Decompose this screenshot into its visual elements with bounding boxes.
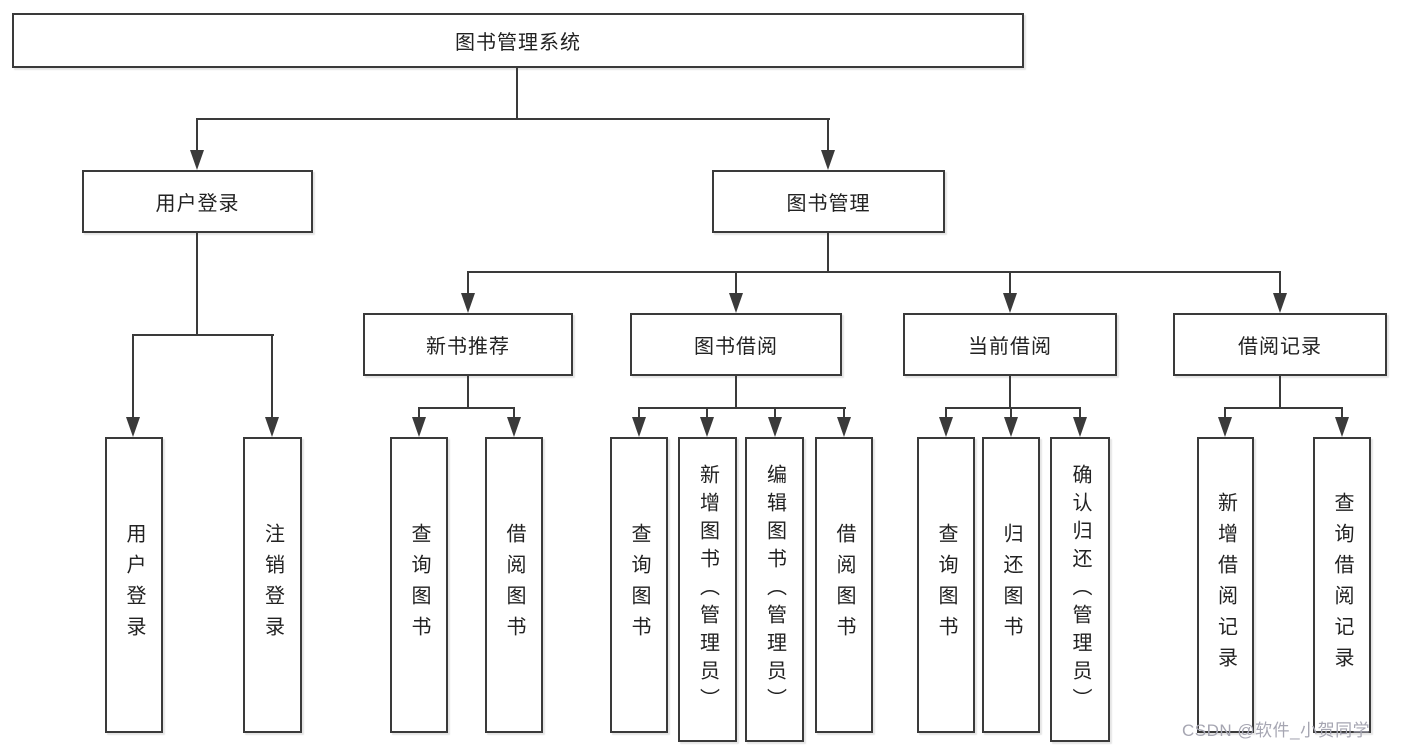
connector-crossbar <box>638 407 846 409</box>
leaf-borrow-books: 借阅图书 <box>815 437 873 733</box>
node-library-system-label: 图书管理系统 <box>455 32 581 54</box>
connector-stub <box>1079 407 1081 420</box>
connector-trunk <box>735 376 737 409</box>
arrow-down-icon <box>1003 293 1017 313</box>
connector-stub <box>1009 271 1011 295</box>
node-book-borrowing-label: 图书借阅 <box>694 336 778 358</box>
arrow-down-icon <box>190 150 204 170</box>
connector-stub <box>467 271 469 295</box>
connector-userlogin-trunk <box>196 233 198 336</box>
connector-stub <box>638 407 640 420</box>
leaf-query-books-recommend: 查询图书 <box>390 437 448 733</box>
leaf-edit-books-admin: 编辑图书（管理员） <box>745 437 804 742</box>
arrow-down-icon <box>821 150 835 170</box>
connector-root-trunk <box>516 68 518 119</box>
leaf-add-books-admin-label: 新增图书（管理员） <box>696 463 719 716</box>
connector-stub <box>196 118 198 154</box>
leaf-borrow-books-recommend: 借阅图书 <box>485 437 543 733</box>
connector-stub <box>827 118 829 154</box>
node-new-book-recommend-label: 新书推荐 <box>426 336 510 358</box>
connector-stub <box>1279 271 1281 295</box>
leaf-query-books-recommend-label: 查询图书 <box>408 523 430 647</box>
arrow-down-icon <box>632 417 646 437</box>
arrow-down-icon <box>837 417 851 437</box>
connector-stub <box>843 407 845 420</box>
node-user-login-label: 用户登录 <box>155 193 240 215</box>
leaf-logout: 注销登录 <box>243 437 302 733</box>
leaf-edit-books-admin-label: 编辑图书（管理员） <box>763 463 786 716</box>
connector-stub <box>735 271 737 295</box>
leaf-confirm-return-admin-label: 确认归还（管理员） <box>1069 463 1091 716</box>
leaf-add-books-admin: 新增图书（管理员） <box>678 437 737 742</box>
leaf-add-borrow-record-label: 新增借阅记录 <box>1214 492 1237 678</box>
leaf-query-books-borrowing: 查询图书 <box>610 437 668 733</box>
connector-crossbar <box>418 407 515 409</box>
node-borrow-records: 借阅记录 <box>1173 313 1387 376</box>
leaf-query-books-current-label: 查询图书 <box>935 523 957 647</box>
leaf-query-books-borrowing-label: 查询图书 <box>628 523 650 647</box>
arrow-down-icon <box>461 293 475 313</box>
arrow-down-icon <box>507 417 521 437</box>
connector-stub <box>706 407 708 420</box>
leaf-user-login-label: 用户登录 <box>123 523 145 647</box>
arrow-down-icon <box>768 417 782 437</box>
connector-stub <box>1224 407 1226 420</box>
arrow-down-icon <box>1073 417 1087 437</box>
connector-stub <box>774 407 776 420</box>
arrow-down-icon <box>126 417 140 437</box>
node-book-borrowing: 图书借阅 <box>630 313 842 376</box>
leaf-return-books: 归还图书 <box>982 437 1040 733</box>
connector-bookmgmt-crossbar <box>467 271 1281 273</box>
arrow-down-icon <box>265 417 279 437</box>
arrow-down-icon <box>412 417 426 437</box>
leaf-borrow-books-label: 借阅图书 <box>833 523 855 647</box>
connector-userlogin-crossbar <box>132 334 274 336</box>
connector-root-crossbar <box>196 118 830 120</box>
leaf-borrow-books-recommend-label: 借阅图书 <box>503 523 525 647</box>
leaf-confirm-return-admin: 确认归还（管理员） <box>1050 437 1110 742</box>
leaf-user-login: 用户登录 <box>105 437 163 733</box>
leaf-query-borrow-record: 查询借阅记录 <box>1313 437 1371 733</box>
node-current-borrowing: 当前借阅 <box>903 313 1117 376</box>
connector-bookmgmt-trunk <box>827 233 829 273</box>
node-borrow-records-label: 借阅记录 <box>1238 336 1322 358</box>
leaf-add-borrow-record: 新增借阅记录 <box>1197 437 1254 733</box>
connector-stub <box>132 334 134 419</box>
connector-trunk <box>1009 376 1011 409</box>
connector-stub <box>513 407 515 420</box>
leaf-return-books-label: 归还图书 <box>1000 523 1022 647</box>
arrow-down-icon <box>1218 417 1232 437</box>
node-user-login: 用户登录 <box>82 170 313 233</box>
connector-stub <box>1341 407 1343 420</box>
connector-stub <box>418 407 420 420</box>
connector-stub <box>271 334 273 419</box>
connector-trunk <box>467 376 469 409</box>
connector-stub <box>945 407 947 420</box>
node-new-book-recommend: 新书推荐 <box>363 313 573 376</box>
arrow-down-icon <box>700 417 714 437</box>
leaf-query-books-current: 查询图书 <box>917 437 975 733</box>
connector-stub <box>1010 407 1012 420</box>
arrow-down-icon <box>939 417 953 437</box>
leaf-logout-label: 注销登录 <box>261 523 284 647</box>
arrow-down-icon <box>1335 417 1349 437</box>
node-library-system: 图书管理系统 <box>12 13 1024 68</box>
connector-crossbar <box>1224 407 1343 409</box>
arrow-down-icon <box>1273 293 1287 313</box>
connector-crossbar <box>945 407 1081 409</box>
arrow-down-icon <box>729 293 743 313</box>
arrow-down-icon <box>1004 417 1018 437</box>
node-current-borrowing-label: 当前借阅 <box>968 336 1052 358</box>
csdn-watermark: CSDN @软件_小贺同学 <box>1182 721 1371 740</box>
connector-trunk <box>1279 376 1281 409</box>
node-book-management-label: 图书管理 <box>786 193 871 215</box>
node-book-management: 图书管理 <box>712 170 945 233</box>
leaf-query-borrow-record-label: 查询借阅记录 <box>1331 492 1353 678</box>
